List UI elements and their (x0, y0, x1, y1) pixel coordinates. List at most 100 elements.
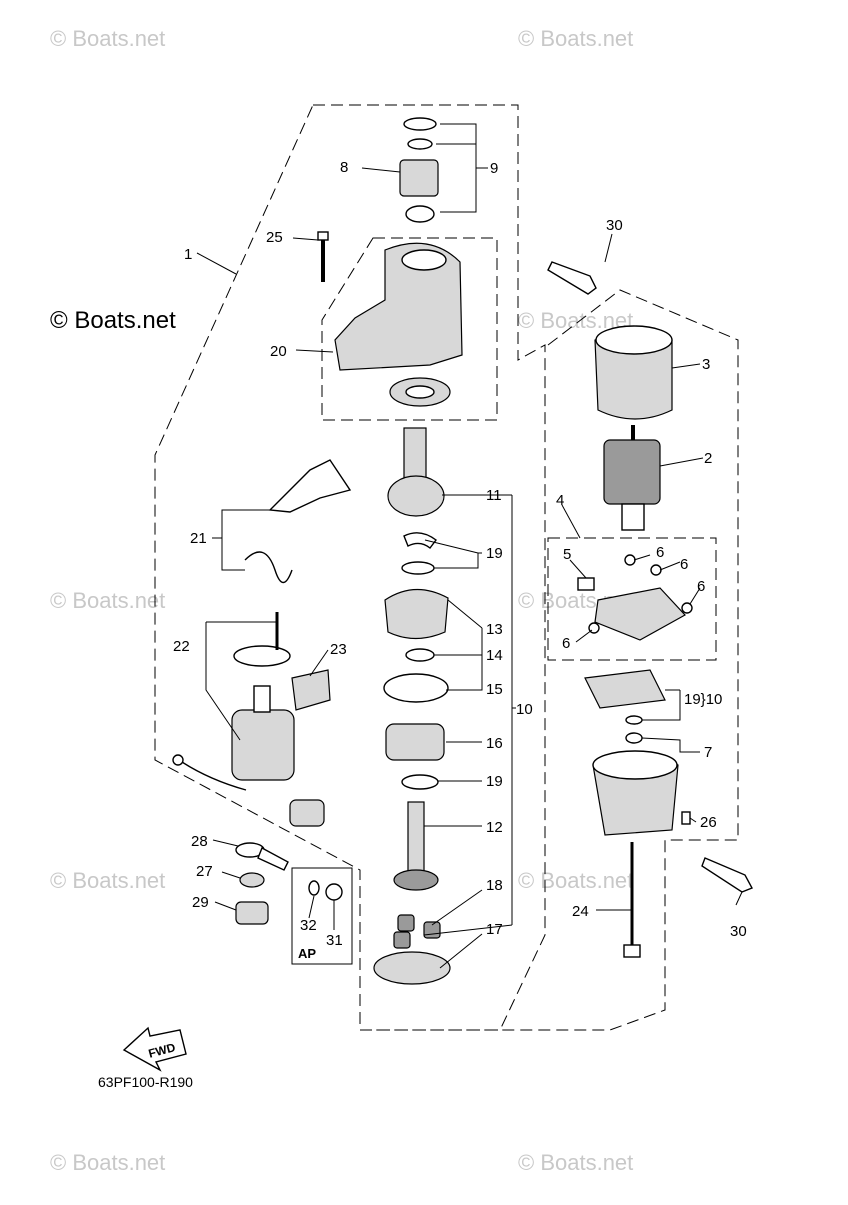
callout-13: 13 (486, 621, 503, 638)
through-bolt-part (701, 857, 753, 893)
assembly-outlines (154, 104, 739, 1031)
fwd-label: FWD (147, 1040, 177, 1061)
callout-21: 21 (190, 530, 207, 547)
ap-box (291, 867, 353, 965)
clip-part (407, 138, 433, 150)
motor-assembly-outline (360, 289, 739, 1031)
parts (172, 117, 753, 985)
callout-14: 14 (486, 647, 503, 664)
nut-part (624, 554, 636, 566)
callout-numbers: 1 2 3 4 5 6 6 6 6 7 8 9 10 11 12 13 14 1… (173, 159, 747, 949)
callout-6: 6 (697, 578, 705, 595)
copyright-mark: © Boats.net (50, 307, 176, 334)
assembly-1-outline (154, 104, 546, 1031)
screw-part (681, 811, 691, 825)
watermark: © Boats.net (50, 1150, 165, 1175)
terminal-part (172, 754, 184, 766)
brush-holder-part (594, 587, 686, 641)
planet-carrier-part (384, 588, 449, 640)
drive-shaft-part (407, 801, 425, 873)
plate-part (584, 669, 666, 709)
clip-part (403, 532, 437, 549)
armature-part (603, 439, 661, 505)
callout-30: 30 (606, 217, 623, 234)
callout-11: 11 (486, 487, 502, 504)
callout-31: 31 (326, 932, 343, 949)
solenoid-part (231, 709, 295, 781)
callout-22: 22 (173, 638, 190, 655)
brush-part (577, 577, 595, 591)
callout-2: 2 (704, 450, 712, 467)
callout-18: 18 (486, 877, 503, 894)
watermark: © Boats.net (518, 26, 633, 51)
watermark: © Boats.net (50, 868, 165, 893)
brush-assembly-outline (547, 537, 717, 661)
callout-19-10: 19}10 (684, 691, 722, 708)
washer-part (401, 774, 439, 790)
callout-23: 23 (330, 641, 347, 658)
callout-24: 24 (572, 903, 589, 920)
leader-lines (196, 123, 743, 969)
cap-part (235, 901, 269, 925)
watermarks: © Boats.net © Boats.net © Boats.net © Bo… (50, 26, 633, 1175)
diagram-code: 63PF100-R190 (98, 1074, 193, 1090)
commutator-part (621, 503, 645, 531)
sun-gear-part (393, 869, 439, 891)
callout-17: 17 (486, 921, 503, 938)
callout-3: 3 (702, 356, 710, 373)
callout-16: 16 (486, 735, 503, 752)
callout-1: 1 (184, 246, 192, 263)
plunger-part (253, 685, 271, 713)
seal-ring-part (383, 673, 449, 703)
nut-part (650, 564, 662, 576)
clutch-part (387, 475, 445, 517)
cover-part (291, 669, 331, 711)
callout-27: 27 (196, 863, 213, 880)
internal-gear-part (385, 723, 445, 761)
ap-label: AP (298, 946, 316, 961)
housing-opening-part (401, 249, 447, 271)
callout-6: 6 (656, 544, 664, 561)
callout-4: 4 (556, 492, 564, 509)
yoke-top-part (595, 325, 673, 355)
shaft-spline-part (403, 427, 427, 479)
callout-19: 19 (486, 545, 503, 562)
bearing-bore-part (405, 385, 435, 399)
watermark: © Boats.net (518, 868, 633, 893)
shift-lever-part (268, 459, 352, 513)
through-bolt-part (547, 261, 597, 295)
cover-part (289, 799, 325, 827)
callout-10: 10 (516, 701, 533, 718)
nut-part (239, 872, 265, 888)
spring-wire-part (244, 551, 293, 584)
callout-6: 6 (680, 556, 688, 573)
callout-26: 26 (700, 814, 717, 831)
callout-25: 25 (266, 229, 283, 246)
callout-19: 19 (486, 773, 503, 790)
nut-part (325, 883, 343, 901)
callout-8: 8 (340, 159, 348, 176)
fwd-arrow-icon: FWD (122, 1026, 187, 1072)
bolt-head-part (317, 231, 329, 241)
gasket-part (233, 645, 291, 667)
watermark: © Boats.net (50, 588, 165, 613)
lock-washer-part (308, 880, 320, 896)
long-bolt-head-part (623, 944, 641, 958)
lead-wire-part (181, 761, 247, 791)
housing-box-outline (321, 237, 498, 421)
spring-part (405, 205, 435, 223)
callout-12: 12 (486, 819, 503, 836)
terminal-bolt-part (257, 847, 289, 871)
callout-5: 5 (563, 546, 571, 563)
washer-part (625, 732, 643, 744)
callout-15: 15 (486, 681, 503, 698)
plate-part (373, 951, 451, 985)
bushing-part (405, 648, 435, 662)
ring-part (403, 117, 437, 131)
callout-28: 28 (191, 833, 208, 850)
callout-9: 9 (490, 160, 498, 177)
pinion-gear-part (399, 159, 439, 197)
watermark: © Boats.net (518, 1150, 633, 1175)
nut-part (681, 602, 693, 614)
planet-gear-part (397, 914, 415, 932)
